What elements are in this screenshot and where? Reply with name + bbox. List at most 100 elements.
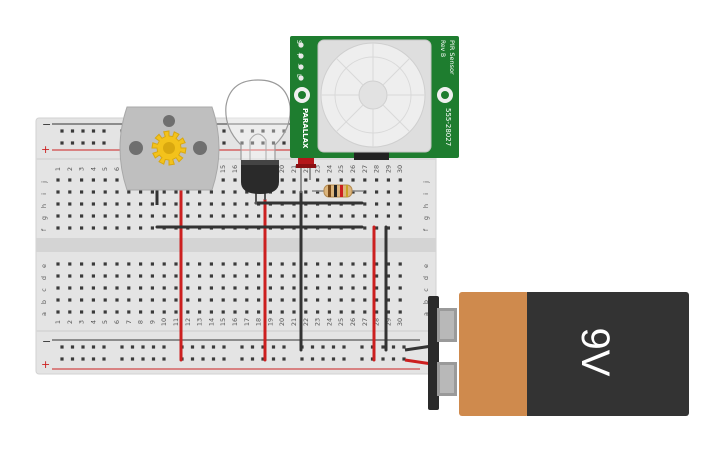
rail-hole xyxy=(102,345,106,349)
breadboard-hole xyxy=(280,298,284,302)
breadboard-hole xyxy=(68,226,72,230)
breadboard-hole xyxy=(257,286,261,290)
breadboard-hole xyxy=(198,214,202,218)
breadboard-hole xyxy=(327,214,331,218)
row-letter-left: d xyxy=(40,276,48,280)
breadboard-hole xyxy=(80,310,84,314)
column-number-top: 30 xyxy=(396,165,404,173)
column-number-top: 25 xyxy=(337,165,345,173)
rail-hole xyxy=(240,141,244,145)
breadboard-hole xyxy=(257,262,261,266)
breadboard-hole xyxy=(398,286,402,290)
rail-hole xyxy=(271,141,276,145)
breadboard-hole xyxy=(80,298,84,302)
wire-battery-red xyxy=(404,358,433,366)
breadboard-hole xyxy=(103,310,107,314)
breadboard-hole xyxy=(245,202,249,206)
breadboard-hole xyxy=(339,310,343,314)
column-number-bottom: 14 xyxy=(207,318,215,326)
rail-hole xyxy=(240,357,244,361)
breadboard-hole xyxy=(91,286,95,290)
pir-pins xyxy=(298,42,304,81)
rail-hole xyxy=(70,345,75,349)
breadboard-hole xyxy=(375,298,379,302)
breadboard-hole xyxy=(280,178,284,182)
column-number-top: 20 xyxy=(278,165,286,173)
breadboard-hole xyxy=(56,214,60,218)
breadboard-hole xyxy=(68,214,72,218)
breadboard-hole xyxy=(268,262,272,266)
breadboard-hole xyxy=(56,298,60,302)
breadboard-hole xyxy=(375,262,379,266)
breadboard-hole xyxy=(363,226,367,230)
column-number-bottom: 20 xyxy=(278,318,286,326)
column-number-bottom: 2 xyxy=(66,320,74,324)
rail-hole xyxy=(141,357,145,361)
breadboard-hole xyxy=(139,226,143,230)
breadboard-hole xyxy=(91,190,95,194)
resistor xyxy=(312,184,364,198)
breadboard-hole xyxy=(150,190,154,194)
breadboard-hole xyxy=(91,226,95,230)
breadboard-hole xyxy=(304,274,308,278)
breadboard-hole xyxy=(91,178,95,182)
breadboard-hole xyxy=(174,190,178,194)
battery-label: 9V xyxy=(573,328,617,377)
rail-hole xyxy=(60,141,64,145)
rail-hole xyxy=(282,357,286,361)
breadboard-hole xyxy=(268,310,272,314)
breadboard-hole xyxy=(351,274,355,278)
column-number-bottom: 21 xyxy=(290,318,298,326)
breadboard-hole xyxy=(292,190,296,194)
column-number-bottom: 9 xyxy=(148,320,156,324)
rail-hole xyxy=(81,129,85,133)
breadboard-hole xyxy=(162,286,166,290)
pir-title-line1: PIR Sensor xyxy=(448,40,456,75)
breadboard-hole xyxy=(186,214,190,218)
rail-hole xyxy=(250,357,255,361)
rail-hole xyxy=(70,141,75,145)
breadboard-hole xyxy=(327,262,331,266)
breadboard-hole xyxy=(386,190,390,194)
rail-hole xyxy=(211,357,216,361)
breadboard-hole xyxy=(150,262,154,266)
breadboard-hole xyxy=(174,202,178,206)
row-letter-right: a xyxy=(422,312,430,316)
rail-hole xyxy=(130,345,135,349)
breadboard-hole xyxy=(139,310,143,314)
rail-hole xyxy=(81,141,85,145)
rail-hole xyxy=(271,357,276,361)
breadboard-hole xyxy=(221,298,225,302)
breadboard-hole xyxy=(115,298,119,302)
breadboard-hole xyxy=(115,190,119,194)
breadboard-hole xyxy=(268,286,272,290)
rail-hole xyxy=(130,357,135,361)
breadboard-hole xyxy=(103,178,107,182)
rail-hole xyxy=(360,357,364,361)
row-letter-right: e xyxy=(422,264,430,268)
rail-hole xyxy=(201,357,205,361)
breadboard-hole xyxy=(245,190,249,194)
breadboard-hole xyxy=(386,214,390,218)
rail-hole xyxy=(381,345,385,349)
breadboard-hole xyxy=(386,202,390,206)
column-number-bottom: 6 xyxy=(113,320,121,324)
row-letter-left: a xyxy=(40,312,48,316)
breadboard-hole xyxy=(375,274,379,278)
rail-hole xyxy=(250,129,255,133)
column-number-bottom: 15 xyxy=(219,318,227,326)
breadboard-hole xyxy=(280,262,284,266)
column-number-top: 2 xyxy=(66,167,74,171)
row-letter-left: c xyxy=(40,288,48,292)
breadboard-hole xyxy=(150,298,154,302)
rail-hole xyxy=(222,141,226,145)
rail-hole xyxy=(60,129,64,133)
rail-hole xyxy=(102,141,106,145)
breadboard-hole xyxy=(221,274,225,278)
pir-pin-label-plus: + xyxy=(295,52,302,57)
column-number-bottom: 26 xyxy=(349,318,357,326)
breadboard-hole xyxy=(339,262,343,266)
breadboard-hole xyxy=(363,262,367,266)
breadboard-hole xyxy=(56,190,60,194)
